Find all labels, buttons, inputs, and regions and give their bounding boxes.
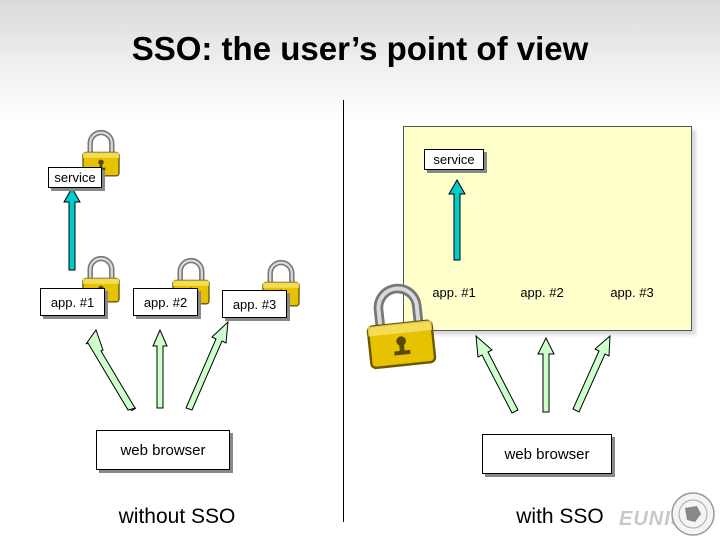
app3-box: app. #3 [222,290,287,318]
app2-box: app. #2 [133,288,198,316]
app1-label-sso: app. #1 [432,284,476,300]
logo-text: EUNIS [619,508,686,530]
caption-without-sso: without SSO [118,505,236,528]
web-browser-box: web browser [96,430,230,470]
service-box-sso: service [424,149,484,170]
arrow-browser-app2 [152,328,168,409]
eunis-logo: EUNIS [611,490,716,538]
app2-label-sso: app. #2 [520,284,564,300]
arrow-browser-app1 [85,328,137,412]
logo-seal-icon [671,492,715,536]
slide-title: SSO: the user’s point of view [131,30,589,67]
arrow-browser-app3-sso [572,334,611,413]
web-browser-box-sso: web browser [482,434,612,474]
arrow-browser-app1-sso [475,334,519,414]
divider-line [343,100,344,522]
arrow-app1-to-service [63,186,81,271]
arrow-browser-app3 [185,320,229,411]
arrow-browser-app2-sso [537,336,555,413]
arrow-app1-to-service-sso [448,178,466,261]
caption-with-sso: with SSO [516,505,604,528]
service-box: service [48,167,102,188]
app3-label-sso: app. #3 [610,284,654,300]
app1-box: app. #1 [40,288,105,316]
